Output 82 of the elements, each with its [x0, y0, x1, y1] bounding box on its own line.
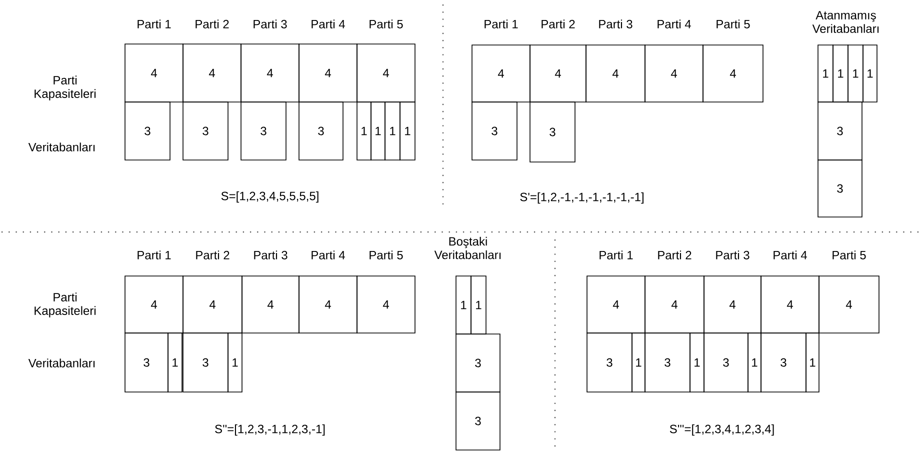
column-header: Parti 4: [658, 20, 691, 28]
capacity-box: 4: [702, 44, 764, 102]
row-label: Veritabanları: [28, 142, 95, 152]
column-header: Parti 4: [312, 20, 345, 28]
array-caption: S''=[1,2,3,-1,1,2,3,-1]: [215, 424, 325, 436]
database-box: 3: [644, 332, 690, 392]
row-label: Veritabanları: [28, 358, 95, 368]
capacity-box: 4: [704, 276, 762, 334]
database-box: 3: [456, 334, 500, 392]
column-header: Parti 3: [254, 20, 287, 28]
column-header: Parti 1: [484, 20, 518, 28]
capacity-box: 4: [242, 276, 300, 334]
database-box: 3: [818, 102, 862, 160]
row-label: Parti Kapasiteleri: [34, 76, 96, 100]
capacity-box: 4: [356, 276, 416, 334]
capacity-box: 4: [298, 276, 358, 334]
database-box: 3: [182, 332, 228, 392]
column-header: Parti 3: [599, 20, 632, 28]
database-box: 3: [586, 332, 632, 392]
capacity-box: 4: [760, 276, 820, 334]
column-header: Parti 1: [600, 250, 633, 260]
capacity-box: 4: [356, 44, 416, 102]
column-header: Parti 5: [370, 250, 403, 260]
array-caption: S'''=[1,2,3,4,1,2,3,4]: [670, 424, 774, 436]
array-caption: S'=[1,2,-1,-1,-1,-1,-1,-1]: [520, 192, 644, 204]
database-box: 1: [470, 276, 486, 334]
database-box: 1: [832, 44, 848, 102]
column-header: Parti 2: [196, 20, 229, 28]
database-box: 1: [748, 332, 762, 392]
database-box: 1: [806, 332, 820, 392]
database-box: 1: [848, 44, 864, 102]
capacity-box: 4: [240, 44, 300, 102]
column-header: Parti 4: [312, 250, 345, 260]
database-box: 3: [124, 102, 170, 160]
database-box: 1: [690, 332, 704, 392]
capacity-box: 4: [124, 276, 184, 334]
database-box: 3: [298, 102, 344, 160]
capacity-box: 4: [530, 44, 586, 102]
database-box: 1: [370, 102, 386, 160]
database-box: 3: [530, 102, 576, 162]
database-box: 3: [704, 332, 748, 392]
database-box: 3: [240, 102, 286, 160]
capacity-box: 4: [182, 276, 242, 334]
database-box: 1: [818, 44, 834, 102]
database-box: 3: [760, 332, 806, 392]
capacity-box: 4: [182, 44, 242, 102]
database-box: 3: [818, 160, 862, 218]
database-box: 3: [456, 392, 500, 450]
capacity-box: 4: [124, 44, 184, 102]
array-caption: S=[1,2,3,4,5,5,5,5]: [221, 191, 318, 203]
database-box: 1: [456, 276, 472, 334]
group-heading: Boştaki Veritabanları: [434, 236, 501, 260]
column-header: Parti 2: [196, 250, 230, 260]
column-header: Parti 3: [254, 250, 288, 260]
database-box: 1: [168, 332, 182, 392]
database-box: 3: [124, 332, 168, 392]
capacity-box: 4: [586, 44, 646, 102]
database-box: 1: [384, 102, 400, 160]
capacity-box: 4: [298, 44, 358, 102]
column-header: Parti 2: [542, 20, 575, 28]
capacity-box: 4: [818, 276, 880, 334]
database-box: 1: [356, 102, 372, 160]
database-box: 1: [862, 44, 878, 102]
capacity-box: 4: [644, 276, 704, 334]
capacity-box: 4: [472, 44, 530, 102]
column-header: Parti 2: [658, 250, 692, 260]
column-header: Parti 5: [716, 20, 750, 28]
capacity-box: 4: [644, 44, 704, 102]
column-header: Parti 1: [138, 20, 171, 28]
database-box: 3: [472, 102, 518, 160]
capacity-box: 4: [586, 276, 646, 334]
group-heading: Atanmamış Veritabanları: [812, 11, 879, 33]
column-header: Parti 1: [138, 250, 171, 260]
database-box: 3: [182, 102, 228, 160]
database-box: 1: [632, 332, 646, 392]
column-header: Parti 5: [370, 20, 403, 28]
column-header: Parti 5: [832, 250, 866, 260]
column-header: Parti 4: [774, 250, 807, 260]
database-box: 1: [400, 102, 416, 160]
row-label: Parti Kapasiteleri: [34, 292, 96, 318]
database-box: 1: [228, 332, 242, 392]
column-header: Parti 3: [716, 250, 750, 260]
